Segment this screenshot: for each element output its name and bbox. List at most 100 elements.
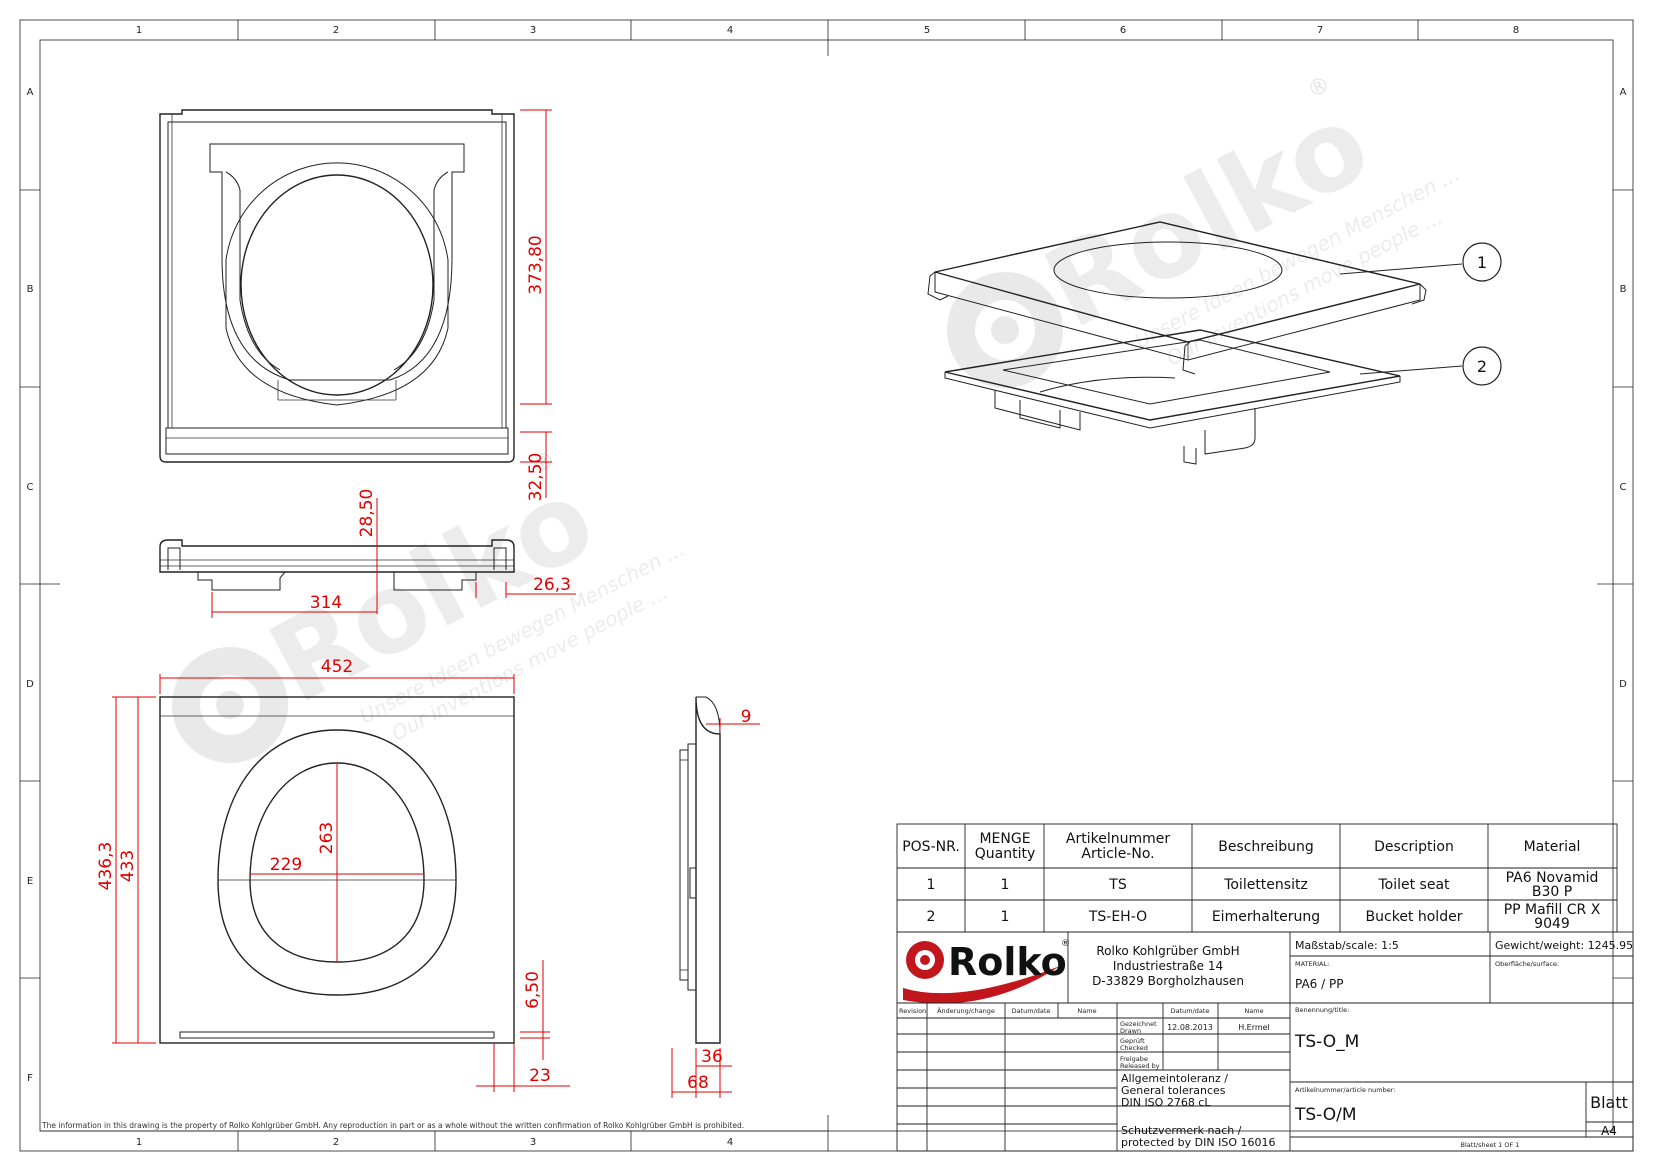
row-label-left: C <box>27 482 34 493</box>
dim-side-width: 314 <box>310 593 342 613</box>
logo-registered: ® <box>1061 939 1070 949</box>
name-label: Name <box>1077 1007 1096 1015</box>
col-label-bottom: 3 <box>530 1137 536 1148</box>
bom-header-article-en: Article-No. <box>1081 846 1154 862</box>
title-value: TS-O_M <box>1294 1032 1359 1052</box>
bom-cell: TS <box>1108 877 1127 893</box>
dim-top-lower: 32,50 <box>526 453 546 502</box>
col-label-top: 2 <box>333 25 339 36</box>
row-label-left: A <box>27 87 34 98</box>
protect-line2: protected by DIN ISO 16016 <box>1121 1136 1275 1149</box>
released-label-de: Freigabe <box>1120 1055 1148 1063</box>
revision-label: Revision <box>899 1007 926 1015</box>
bom-header-article-de: Artikelnummer <box>1066 831 1170 847</box>
dim-front-small: 6,50 <box>523 971 543 1009</box>
dim-front-width: 452 <box>321 657 353 677</box>
dim-side-right: 26,3 <box>533 575 571 595</box>
front-view <box>159 696 515 1044</box>
profile-view <box>679 696 721 1044</box>
row-label-right: D <box>1619 679 1627 690</box>
dim-front-height-outer: 436,3 <box>96 842 116 891</box>
col-label-top: 4 <box>727 25 733 36</box>
bom-header-quantity-de: MENGE <box>979 831 1030 847</box>
change-label: Änderung/change <box>937 1006 995 1015</box>
weight: Gewicht/weight: 1245.95 <box>1495 939 1633 952</box>
material-label: MATERIAL: <box>1295 960 1329 968</box>
scale: Maßstab/scale: 1:5 <box>1295 939 1399 952</box>
bom-header-beschreibung: Beschreibung <box>1218 839 1314 855</box>
col-label-bottom: 2 <box>333 1137 339 1148</box>
row-label-left: F <box>27 1073 33 1084</box>
company-name: Rolko Kohlgrüber GmbH <box>1096 944 1239 958</box>
company-street: Industriestraße 14 <box>1113 959 1223 973</box>
footer-note: The information in this drawing is the p… <box>41 1121 744 1130</box>
dim-profile-68: 68 <box>687 1073 709 1093</box>
row-label-right: A <box>1620 87 1627 98</box>
drawn-name: H.Ermel <box>1238 1023 1270 1032</box>
date-label: Datum/date <box>1012 1007 1051 1015</box>
dim-opening-width: 229 <box>270 855 302 875</box>
released-label-en: Released by <box>1120 1062 1160 1070</box>
name-label-2: Name <box>1244 1007 1263 1015</box>
bom-cell: Toilettensitz <box>1223 877 1308 893</box>
dim-front-height-inner: 433 <box>118 850 138 882</box>
drawing-frame <box>19 19 1634 1152</box>
row-label-right: C <box>1620 482 1627 493</box>
sheet: Blatt/sheet 1 OF 1 <box>1461 1141 1520 1149</box>
tolerance-line1: Allgemeintoleranz / <box>1121 1072 1228 1085</box>
col-label-top: 1 <box>136 25 142 36</box>
bom-cell-material-1b: B30 P <box>1532 884 1572 900</box>
bom-header-material: Material <box>1524 839 1581 855</box>
bom-cell: Eimerhalterung <box>1212 909 1320 925</box>
balloon-2-label: 2 <box>1477 357 1487 376</box>
title-block: Rolko ® Rolko Kohlgrüber GmbH Industries… <box>896 931 1634 1152</box>
dim-opening-height: 263 <box>317 822 337 854</box>
bom-cell-material-2a: PP Mafill CR X <box>1504 902 1601 918</box>
isometric-view <box>927 221 1427 465</box>
tolerance-line2: General tolerances <box>1121 1084 1226 1097</box>
dim-profile-top: 9 <box>741 707 752 727</box>
date-label-2: Datum/date <box>1171 1007 1210 1015</box>
protect-line1: Schutzvermerk nach / <box>1121 1124 1242 1137</box>
company-city: D-33829 Borgholzhausen <box>1092 974 1244 988</box>
row-label-left: D <box>26 679 34 690</box>
title-label: Benennung/title: <box>1295 1006 1349 1014</box>
bom-header-pos: POS-NR. <box>902 839 960 855</box>
col-label-top: 3 <box>530 25 536 36</box>
top-view <box>159 109 515 463</box>
article-value: TS-O/M <box>1294 1105 1357 1125</box>
bom-cell: Toilet seat <box>1377 877 1450 893</box>
material-value: PA6 / PP <box>1295 977 1343 991</box>
col-label-top: 8 <box>1513 25 1519 36</box>
bom-cell: 2 <box>927 909 936 925</box>
dimensions: 373,80 32,50 28,50 314 26,3 452 436,3 43… <box>96 109 760 1098</box>
dim-top-height: 373,80 <box>526 235 546 294</box>
tolerance-line3: DIN ISO 2768 cL <box>1121 1096 1211 1109</box>
bom-cell-material-1a: PA6 Novamid <box>1506 870 1599 886</box>
dim-front-bottom: 23 <box>529 1066 551 1086</box>
bom-cell: 1 <box>1001 877 1010 893</box>
drawn-date: 12.08.2013 <box>1167 1023 1213 1032</box>
balloon-1: 1 <box>1339 242 1502 282</box>
row-label-left: E <box>27 876 33 887</box>
bom-cell-material-2b: 9049 <box>1534 916 1570 932</box>
bom-cell: TS-EH-O <box>1088 909 1147 925</box>
surface-label: Oberfläche/surface: <box>1495 960 1559 968</box>
article-label: Artikelnummer/article number: <box>1295 1086 1395 1094</box>
checked-label-en: Checked <box>1120 1044 1148 1052</box>
drawn-label-en: Drawn <box>1120 1027 1141 1035</box>
bom-header-description: Description <box>1374 839 1454 855</box>
side-view <box>159 539 515 591</box>
col-label-bottom: 4 <box>727 1137 733 1148</box>
bom-table: POS-NR. MENGE Quantity Artikelnummer Art… <box>896 823 1618 933</box>
bom-cell: Bucket holder <box>1366 909 1463 925</box>
grid-labels: 1 2 3 4 5 6 7 8 1 2 3 4 A B C D E F A B … <box>26 25 1627 1148</box>
bom-cell: 1 <box>927 877 936 893</box>
col-label-top: 6 <box>1120 25 1126 36</box>
dim-profile-36: 36 <box>701 1047 723 1067</box>
rolko-logo: Rolko ® <box>903 939 1070 1004</box>
format: A4 <box>1601 1124 1617 1138</box>
drawn-label-de: Gezeichnet <box>1120 1020 1157 1028</box>
blatt-label: Blatt <box>1590 1093 1628 1112</box>
